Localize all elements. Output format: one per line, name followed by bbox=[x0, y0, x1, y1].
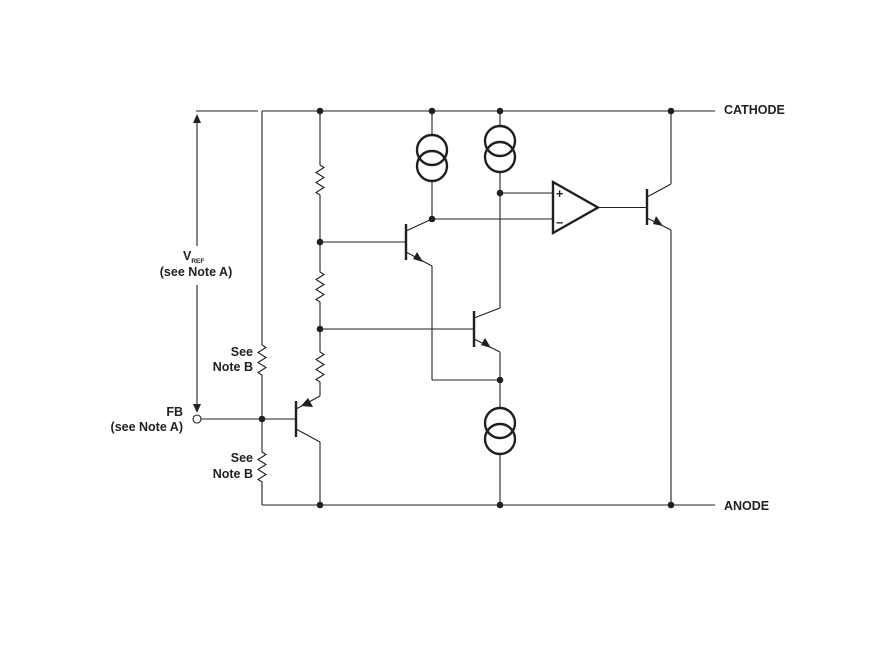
lower-resistor-note-line1: See bbox=[231, 451, 253, 465]
opamp-plus-label: + bbox=[556, 187, 563, 201]
transistor-q3 bbox=[472, 307, 501, 380]
opamp: + − bbox=[551, 179, 647, 236]
resistor-string bbox=[314, 111, 326, 396]
vref-label: VREF bbox=[183, 249, 204, 265]
vref-note: (see Note A) bbox=[160, 265, 232, 279]
input-transistor bbox=[294, 395, 321, 505]
current-source-3 bbox=[483, 380, 517, 505]
upper-resistor-note-line2: Note B bbox=[213, 360, 253, 374]
resistor-lower-icon bbox=[256, 450, 268, 484]
feedback-divider bbox=[256, 111, 268, 505]
opamp-triangle-icon bbox=[551, 179, 601, 236]
lower-resistor-note-line2: Note B bbox=[213, 467, 253, 481]
opamp-minus-label: − bbox=[556, 216, 563, 230]
fb-input bbox=[192, 414, 296, 424]
arrowhead-down-icon bbox=[193, 404, 201, 413]
anode-label: ANODE bbox=[724, 499, 769, 513]
fb-label: FB bbox=[166, 405, 183, 419]
transistor-q2 bbox=[404, 218, 433, 380]
vref-dimension-arrow bbox=[193, 110, 258, 413]
current-source-2 bbox=[483, 111, 517, 308]
cathode-label: CATHODE bbox=[724, 103, 785, 117]
output-transistor bbox=[645, 111, 672, 505]
resistor-r1-icon bbox=[314, 162, 326, 198]
resistor-r2-icon bbox=[314, 270, 326, 304]
resistor-upper-icon bbox=[256, 342, 268, 378]
arrowhead-up-icon bbox=[193, 114, 201, 123]
upper-resistor-note-line1: See bbox=[231, 345, 253, 359]
fb-terminal-icon bbox=[192, 414, 202, 424]
junction-dots bbox=[258, 107, 675, 509]
resistor-r3-icon bbox=[314, 350, 326, 384]
current-source-1 bbox=[415, 111, 449, 219]
fb-note: (see Note A) bbox=[111, 420, 183, 434]
